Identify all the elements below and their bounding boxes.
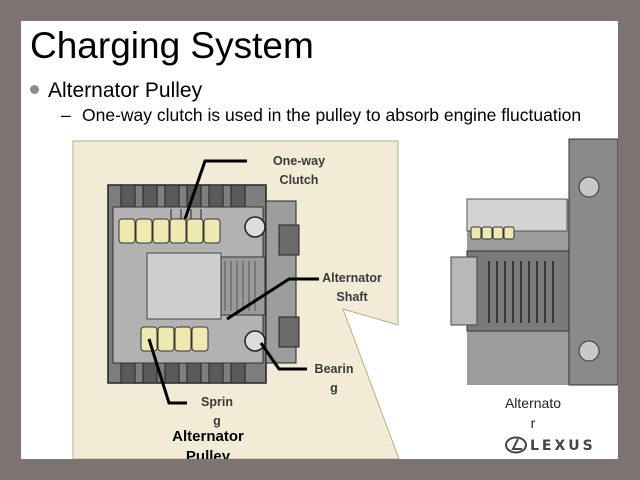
sub-bullet: –One-way clutch is used in the pulley to… xyxy=(61,106,601,124)
bullet-dot-icon xyxy=(30,85,39,94)
slide: Charging System Alternator Pulley –One-w… xyxy=(21,21,618,459)
alternator-pulley-cutaway-illustration xyxy=(72,138,618,459)
slide-title: Charging System xyxy=(30,25,314,66)
label-spring: Sprin g xyxy=(201,395,233,428)
caption-alternator: Alternato r xyxy=(504,395,562,431)
dash-icon: – xyxy=(61,105,71,125)
bullet-alternator-pulley: Alternator Pulley xyxy=(30,79,202,103)
caption-alternator-pulley: Alternator Pulley xyxy=(172,428,244,459)
sub-bullet-text: One-way clutch is used in the pulley to … xyxy=(82,105,582,125)
svg-text:LEXUS: LEXUS xyxy=(530,438,596,454)
label-one-way-clutch: One-way Clutch xyxy=(272,154,326,187)
bullet-text: Alternator Pulley xyxy=(48,79,203,102)
lexus-logo: LEXUS xyxy=(505,436,596,454)
label-bearing: Bearin g xyxy=(314,362,354,395)
label-alternator-shaft: Alternator Shaft xyxy=(322,271,382,304)
